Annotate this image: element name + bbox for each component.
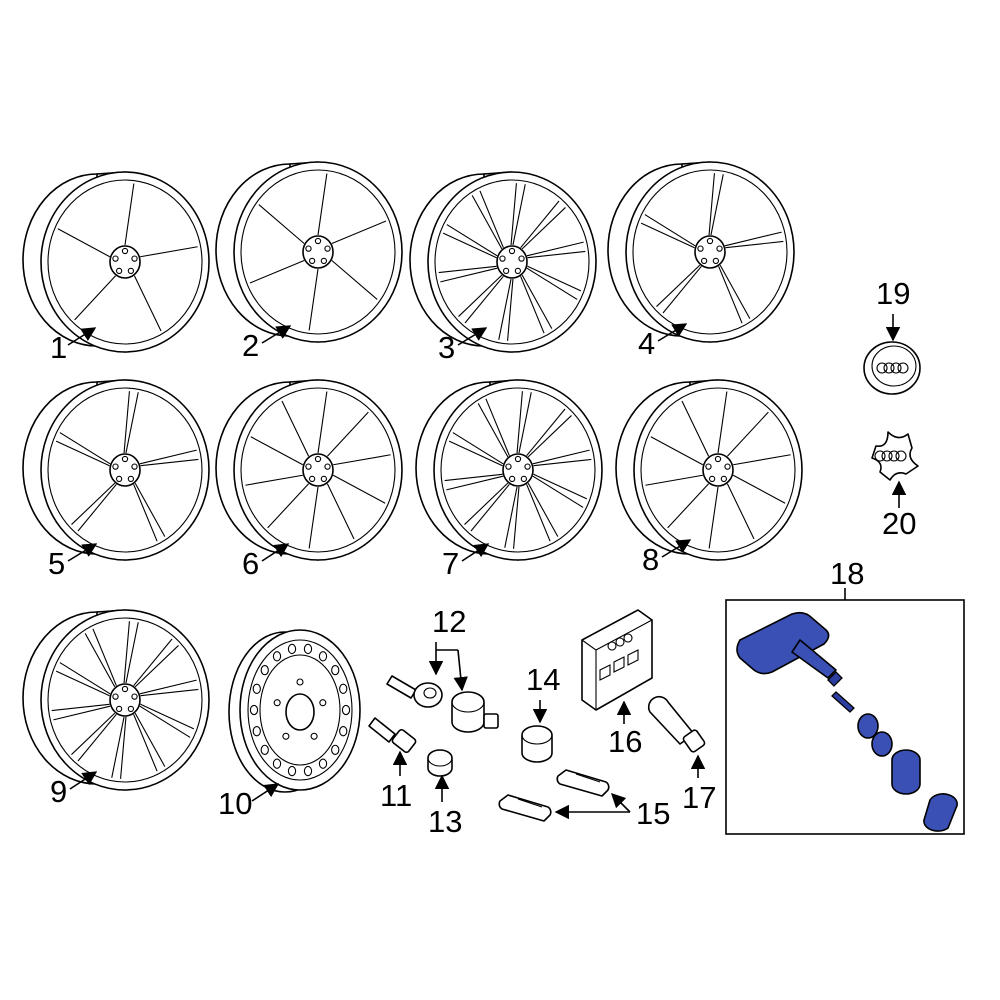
callout-label-13: 13 bbox=[428, 804, 462, 839]
callout-2: 2 bbox=[242, 325, 292, 363]
callout-label-9: 9 bbox=[50, 774, 67, 809]
callout-10: 10 bbox=[218, 783, 280, 821]
cap-puller-15b[interactable] bbox=[556, 769, 610, 797]
callout-label-11: 11 bbox=[380, 778, 412, 813]
callout-label-14: 14 bbox=[526, 662, 560, 697]
callout-label-18: 18 bbox=[830, 556, 864, 591]
callout-19: 19 bbox=[876, 276, 910, 342]
callout-9: 9 bbox=[50, 771, 98, 809]
callout-8: 8 bbox=[642, 539, 692, 577]
callout-label-7: 7 bbox=[442, 546, 459, 581]
valve-stem-17[interactable] bbox=[647, 695, 706, 753]
callout-14: 14 bbox=[526, 662, 560, 724]
alloy-wheel-2[interactable] bbox=[215, 161, 403, 343]
callout-13: 13 bbox=[428, 774, 462, 839]
callout-label-1: 1 bbox=[50, 330, 67, 365]
cap-kit-box-16[interactable] bbox=[581, 609, 653, 711]
callout-20: 20 bbox=[882, 480, 916, 541]
alloy-wheel-4[interactable] bbox=[607, 161, 795, 343]
center-cap-19[interactable] bbox=[863, 341, 921, 395]
callout-label-16: 16 bbox=[608, 724, 642, 759]
alloy-wheel-3[interactable] bbox=[409, 171, 597, 353]
callout-label-17: 17 bbox=[682, 780, 716, 815]
callout-17: 17 bbox=[682, 754, 716, 815]
callout-1: 1 bbox=[50, 327, 97, 365]
callout-6: 6 bbox=[242, 543, 290, 581]
cap-puller-15a[interactable] bbox=[498, 794, 552, 822]
locking-bolt-12a[interactable] bbox=[386, 675, 443, 708]
callout-16: 16 bbox=[608, 700, 642, 759]
callout-label-19: 19 bbox=[876, 276, 910, 311]
callout-label-2: 2 bbox=[242, 328, 259, 363]
alloy-wheel-8[interactable] bbox=[615, 379, 803, 561]
callout-label-3: 3 bbox=[438, 330, 455, 365]
callout-label-15: 15 bbox=[636, 796, 670, 831]
callout-3: 3 bbox=[438, 327, 488, 365]
callout-label-6: 6 bbox=[242, 546, 259, 581]
alloy-wheel-7[interactable] bbox=[415, 379, 603, 561]
locking-bolt-key-12b[interactable] bbox=[451, 691, 499, 733]
callout-label-20: 20 bbox=[882, 506, 916, 541]
callout-15: 15 bbox=[554, 792, 670, 831]
alloy-wheel-6[interactable] bbox=[215, 379, 403, 561]
bolt-cap-13[interactable] bbox=[427, 749, 453, 777]
callout-label-12: 12 bbox=[432, 604, 466, 639]
wheel-bolt-11[interactable] bbox=[368, 717, 417, 754]
alloy-wheel-1[interactable] bbox=[22, 171, 210, 353]
callout-label-4: 4 bbox=[638, 326, 655, 361]
alloy-wheel-5[interactable] bbox=[22, 379, 210, 561]
steel-wheel-10[interactable] bbox=[228, 629, 361, 793]
callout-label-5: 5 bbox=[48, 546, 65, 581]
bolt-cover-14[interactable] bbox=[521, 725, 553, 763]
callout-label-8: 8 bbox=[642, 542, 659, 577]
callout-5: 5 bbox=[48, 543, 98, 581]
callout-4: 4 bbox=[638, 323, 688, 361]
callout-7: 7 bbox=[442, 543, 490, 581]
tpms-sensor-box-18[interactable] bbox=[725, 588, 965, 835]
callout-18: 18 bbox=[830, 556, 864, 591]
callout-label-10: 10 bbox=[218, 786, 252, 821]
alloy-wheel-9[interactable] bbox=[22, 609, 210, 791]
callout-12: 12 bbox=[428, 604, 468, 692]
callout-11: 11 bbox=[380, 750, 412, 813]
center-cap-20[interactable] bbox=[871, 431, 919, 481]
